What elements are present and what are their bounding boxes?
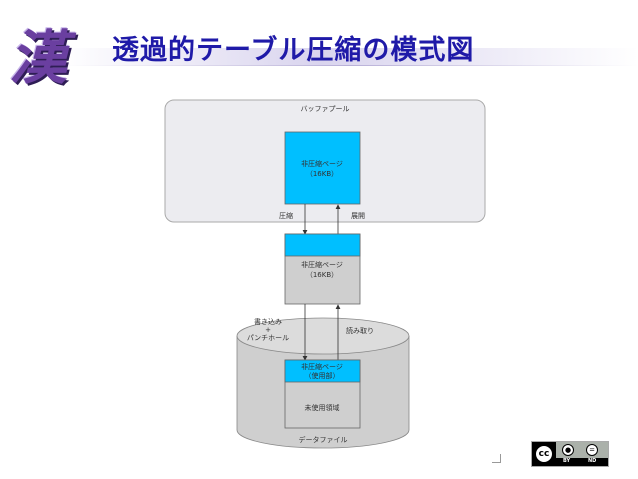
write-label-1: 書き込み <box>254 317 282 326</box>
unused-area-label: 未使用領域 <box>305 403 340 412</box>
buffer-page-size: （16KB） <box>306 170 338 178</box>
buffer-page-label: 非圧縮ページ <box>301 159 343 168</box>
cc-license-badge: cc ● = BY ND <box>531 441 609 467</box>
cc-nd-label: ND <box>588 458 597 464</box>
title-underline-rule <box>60 65 638 66</box>
buffer-page-box <box>284 131 361 205</box>
file-page-label: 非圧縮ページ <box>301 362 343 371</box>
decompress-label: 展開 <box>351 212 365 220</box>
mid-page-header <box>284 233 361 257</box>
cc-by-label: BY <box>563 458 571 464</box>
mid-page-label: 非圧縮ページ <box>301 260 343 269</box>
buffer-pool-label: バッファプール <box>301 105 350 113</box>
slide-title: 透過的テーブル圧縮の模式図 <box>112 35 475 66</box>
compress-label: 圧縮 <box>279 211 293 220</box>
data-file-label: データファイル <box>299 435 348 444</box>
file-page-used-label: （使用部） <box>305 371 340 380</box>
kanji-logo: 漢 <box>8 24 67 92</box>
write-label-2: + <box>265 326 271 334</box>
attribution-icon: ● <box>562 444 574 456</box>
mid-page-size: （16KB） <box>306 271 338 279</box>
write-label-3: パンチホール <box>247 334 289 342</box>
cc-icon: cc <box>534 444 554 464</box>
no-derivatives-icon: = <box>586 444 598 456</box>
data-file-cylinder-top <box>236 317 410 355</box>
read-label: 読み取り <box>346 326 374 335</box>
file-page-used-part <box>284 359 361 383</box>
page-corner-mark <box>492 454 501 463</box>
title-underline-band <box>60 48 638 66</box>
